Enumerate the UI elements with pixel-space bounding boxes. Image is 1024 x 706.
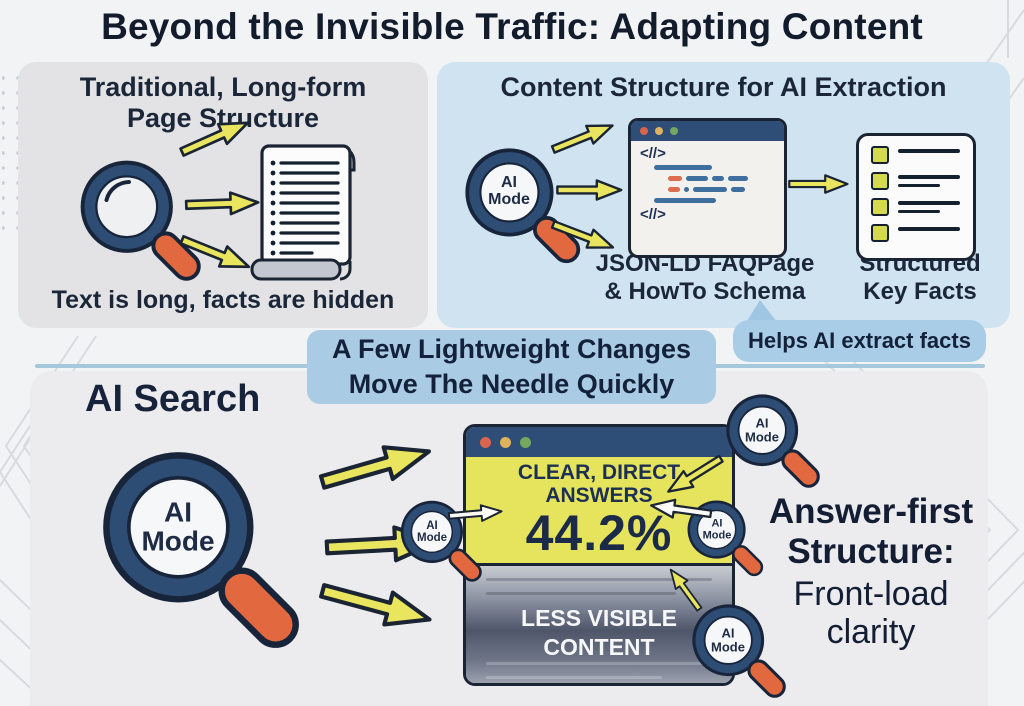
content-line: [486, 662, 712, 665]
answer-stat: 44.2%: [525, 505, 673, 561]
code-tag-icon: <//>: [640, 145, 666, 162]
extract-facts-callout: Helps AI extract facts: [733, 320, 986, 362]
arrow-icon: [556, 178, 624, 202]
answer-title: CLEAR, DIRECT ANSWERS: [517, 461, 681, 507]
window-titlebar: [466, 427, 732, 457]
code-window: <//> <//>: [628, 118, 787, 258]
code-tag-icon: <//>: [640, 206, 666, 223]
content-line: [486, 676, 662, 679]
fact-row: [871, 146, 961, 164]
checkbox-icon: [871, 172, 889, 190]
annotation-regular: Front-load clarity: [793, 575, 949, 652]
content-line: [486, 592, 676, 595]
fact-row: [871, 224, 961, 242]
fact-row: [871, 198, 961, 216]
checkbox-icon: [871, 146, 889, 164]
traditional-caption: Text is long, facts are hidden: [51, 286, 395, 314]
long-document-icon: [250, 144, 356, 281]
window-dot-red-icon: [640, 127, 648, 135]
window-dot-red-icon: [480, 436, 491, 448]
lightweight-changes-callout: A Few Lightweight Changes Move The Needl…: [307, 330, 716, 404]
code-caption: JSON-LD FAQPage & HowTo Schema: [595, 250, 815, 306]
callout-tail: [744, 300, 780, 326]
extraction-panel-title: Content Structure for AI Extraction: [500, 72, 947, 102]
fact-row: [871, 172, 961, 190]
less-visible-label: LESS VISIBLE CONTENT: [521, 605, 677, 660]
code-line: [654, 198, 716, 203]
magnifier-icon: [75, 155, 210, 290]
window-dot-yellow-icon: [500, 436, 511, 448]
annotation-bold: Answer-first Structure:: [768, 492, 974, 571]
code-line: [654, 165, 712, 170]
code-body: <//> <//>: [631, 141, 784, 223]
window-dot-yellow-icon: [655, 127, 663, 135]
arrow-icon: [447, 499, 505, 528]
ai-mode-magnifier-icon: [722, 390, 827, 495]
checkbox-icon: [871, 198, 889, 216]
structured-facts-card: [856, 133, 976, 261]
answer-first-annotation: Answer-first Structure: Front-load clari…: [757, 492, 985, 651]
ai-mode-magnifier-icon: [94, 443, 314, 663]
window-dot-green-icon: [520, 436, 531, 448]
page-title: Beyond the Invisible Traffic: Adapting C…: [101, 6, 923, 47]
checkbox-icon: [871, 224, 889, 242]
traditional-panel-title: Traditional, Long-form Page Structure: [79, 72, 367, 134]
code-line: [668, 187, 775, 192]
content-line: [486, 578, 712, 581]
arrow-icon: [788, 172, 850, 196]
window-titlebar: [631, 121, 784, 141]
ai-mode-magnifier-icon: [460, 143, 589, 272]
window-dot-green-icon: [670, 127, 678, 135]
less-visible-zone: LESS VISIBLE CONTENT: [466, 566, 732, 683]
ai-search-heading: AI Search: [85, 378, 261, 420]
code-line: [668, 176, 775, 181]
